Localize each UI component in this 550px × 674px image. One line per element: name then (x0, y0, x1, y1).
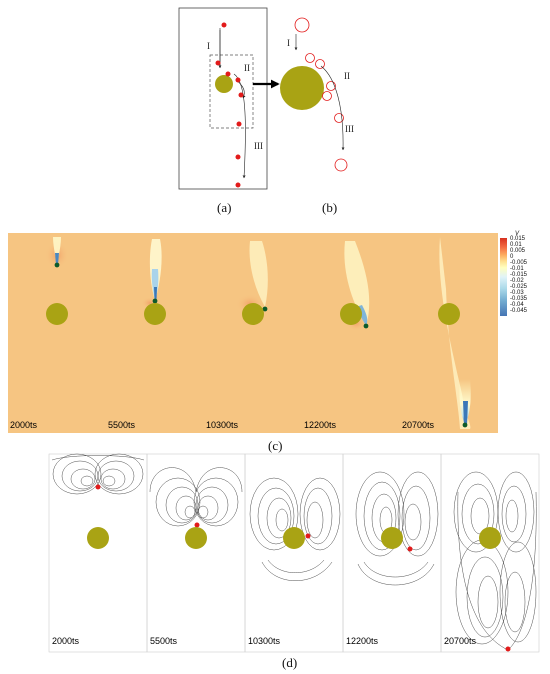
colorbar-tick: 0.01 (510, 242, 522, 248)
caption-d: (d) (282, 655, 298, 670)
streamline-label-5: 20700ts (444, 636, 477, 646)
particle-a-2 (215, 60, 221, 66)
contour-frame-2 (106, 233, 204, 433)
particle-b-4 (326, 81, 336, 91)
label-a-I: I (207, 41, 210, 51)
caption-a: (a) (217, 200, 232, 215)
colorbar-tick: -0.015 (510, 272, 528, 278)
colorbar-tick: -0.045 (510, 308, 528, 314)
colorbar-tick: -0.02 (510, 278, 524, 284)
contour-label-2: 5500ts (108, 420, 136, 430)
contour-frame-4 (302, 233, 400, 433)
velocity-contour-panel (8, 233, 507, 433)
streamline-frame-2 (149, 467, 243, 527)
streamline-label-1: 2000ts (52, 636, 80, 646)
label-a-II: II (244, 63, 250, 73)
streamline-label-3: 10300ts (248, 636, 281, 646)
label-b-II: II (344, 71, 350, 81)
colorbar-title: V (515, 231, 520, 237)
colorbar-tick: -0.005 (510, 260, 528, 266)
label-a-III: III (254, 141, 263, 151)
streamline-frame-1 (51, 453, 145, 495)
zoom-region (209, 54, 254, 129)
streamline-frame-4 (355, 471, 439, 586)
colorbar-tick: 0 (510, 254, 514, 260)
contour-label-5: 20700ts (402, 420, 435, 430)
colorbar (500, 238, 507, 316)
particle-a-7 (235, 154, 241, 160)
contour-label-3: 10300ts (206, 420, 239, 430)
particle-a-4 (235, 77, 241, 83)
colorbar-tick: 0.015 (510, 236, 526, 242)
streamline-label-2: 5500ts (150, 636, 178, 646)
contour-label-4: 12200ts (304, 420, 337, 430)
label-b-I: I (287, 38, 290, 48)
particle-b-3 (315, 59, 325, 69)
colorbar-tick: -0.04 (510, 302, 524, 308)
particle-b-7 (334, 158, 348, 172)
particle-a-6 (236, 121, 242, 127)
domain-box (178, 7, 268, 190)
particle-b-5 (322, 91, 332, 101)
particle-b-6 (334, 113, 344, 123)
streamline-label-4: 12200ts (346, 636, 379, 646)
particle-a-5 (238, 92, 244, 98)
colorbar-tick: 0.005 (510, 248, 526, 254)
colorbar-tick: -0.01 (510, 266, 524, 272)
streamline-frame-3 (249, 477, 341, 581)
particle-a-1 (221, 22, 227, 28)
particle-b-1 (294, 17, 310, 33)
caption-b: (b) (322, 200, 338, 215)
colorbar-tick: -0.025 (510, 284, 528, 290)
cylinder-b (280, 66, 324, 110)
label-b-III: III (345, 124, 354, 134)
contour-frame-3 (204, 233, 302, 433)
caption-c: (c) (268, 438, 283, 453)
particle-a-3 (225, 71, 231, 77)
colorbar-tick: -0.03 (510, 290, 524, 296)
particle-b-2 (305, 53, 315, 63)
contour-frame-1 (8, 233, 106, 433)
trajectory-a (219, 28, 245, 178)
streamline-panel (48, 453, 540, 653)
contour-frame-5 (400, 233, 498, 433)
schematic-diagram: I II III I II III (178, 7, 354, 190)
cylinder-a (215, 75, 233, 93)
particle-a-8 (235, 182, 241, 188)
colorbar-tick: -0.035 (510, 296, 528, 302)
contour-label-1: 2000ts (10, 420, 38, 430)
colorbar-ticks: 0.015 0.01 0.005 0 -0.005 -0.01 -0.015 -… (510, 236, 527, 314)
streamline-frame-5 (453, 471, 537, 651)
